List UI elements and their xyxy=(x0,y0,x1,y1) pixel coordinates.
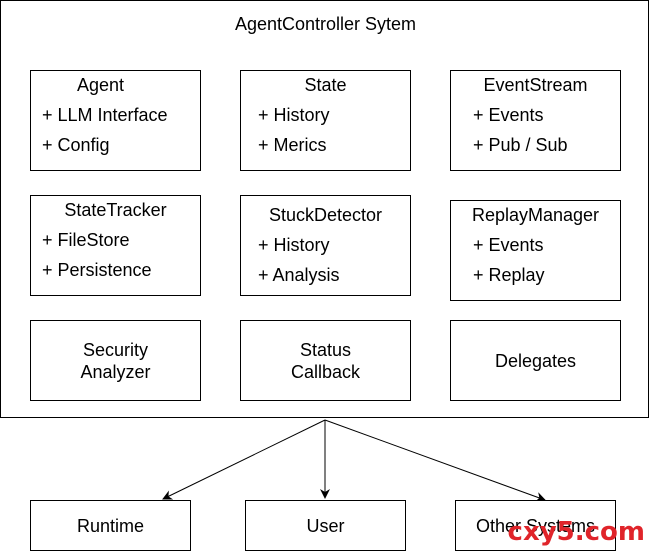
event-stream-item-pub-sub: + Pub / Sub xyxy=(473,135,568,155)
stuck-detector-item-analysis: + Analysis xyxy=(258,265,340,285)
delegates-text: Delegates xyxy=(494,350,577,371)
delegates-label: Delegates xyxy=(451,350,620,372)
agent-box: Agent + LLM Interface + Config xyxy=(30,70,201,171)
security-analyzer-line-1: Security xyxy=(82,339,149,360)
delegates-box: Delegates xyxy=(450,320,621,401)
event-stream-item-events: + Events xyxy=(473,105,544,125)
status-callback-box: Status Callback xyxy=(240,320,411,401)
other-systems-label: Other Systems xyxy=(475,515,596,536)
state-tracker-item-persistence: + Persistence xyxy=(42,260,152,280)
state-tracker-box: StateTracker + FileStore + Persistence xyxy=(30,195,201,296)
event-stream-box: EventStream + Events + Pub / Sub xyxy=(450,70,621,171)
stuck-detector-title: StuckDetector xyxy=(268,205,383,225)
arrow-to-runtime xyxy=(162,419,326,500)
system-title: AgentController Sytem xyxy=(234,14,417,34)
agent-item-config: + Config xyxy=(42,135,110,155)
stuck-detector-item-history: + History xyxy=(258,235,330,255)
status-callback-line-2: Callback xyxy=(290,361,361,382)
state-tracker-title: StateTracker xyxy=(64,200,167,220)
replay-manager-item-events: + Events xyxy=(473,235,544,255)
watermark-text: cxy5.com xyxy=(507,517,645,547)
state-item-merics: + Merics xyxy=(258,135,327,155)
state-tracker-item-filestore: + FileStore xyxy=(42,230,130,250)
stuck-detector-box: StuckDetector + History + Analysis xyxy=(240,195,411,296)
agent-item-llm-interface: + LLM Interface xyxy=(42,105,168,125)
security-analyzer-label: Security Analyzer xyxy=(31,339,200,383)
user-box: User xyxy=(245,500,406,551)
replay-manager-box: ReplayManager + Events + Replay xyxy=(450,200,621,301)
status-callback-label: Status Callback xyxy=(241,339,410,383)
status-callback-line-1: Status xyxy=(299,339,352,360)
agent-title: Agent xyxy=(76,75,125,95)
state-item-history: + History xyxy=(258,105,330,125)
event-stream-title: EventStream xyxy=(483,75,588,95)
replay-manager-item-replay: + Replay xyxy=(473,265,545,285)
user-label: User xyxy=(306,515,345,536)
arrow-to-other-systems xyxy=(324,419,546,502)
security-analyzer-line-2: Analyzer xyxy=(80,361,151,382)
other-systems-box: Other Systems xyxy=(455,500,616,551)
state-box: State + History + Merics xyxy=(240,70,411,171)
state-title: State xyxy=(304,75,347,95)
security-analyzer-box: Security Analyzer xyxy=(30,320,201,401)
runtime-label: Runtime xyxy=(76,515,145,536)
runtime-box: Runtime xyxy=(30,500,191,551)
replay-manager-title: ReplayManager xyxy=(471,205,600,225)
